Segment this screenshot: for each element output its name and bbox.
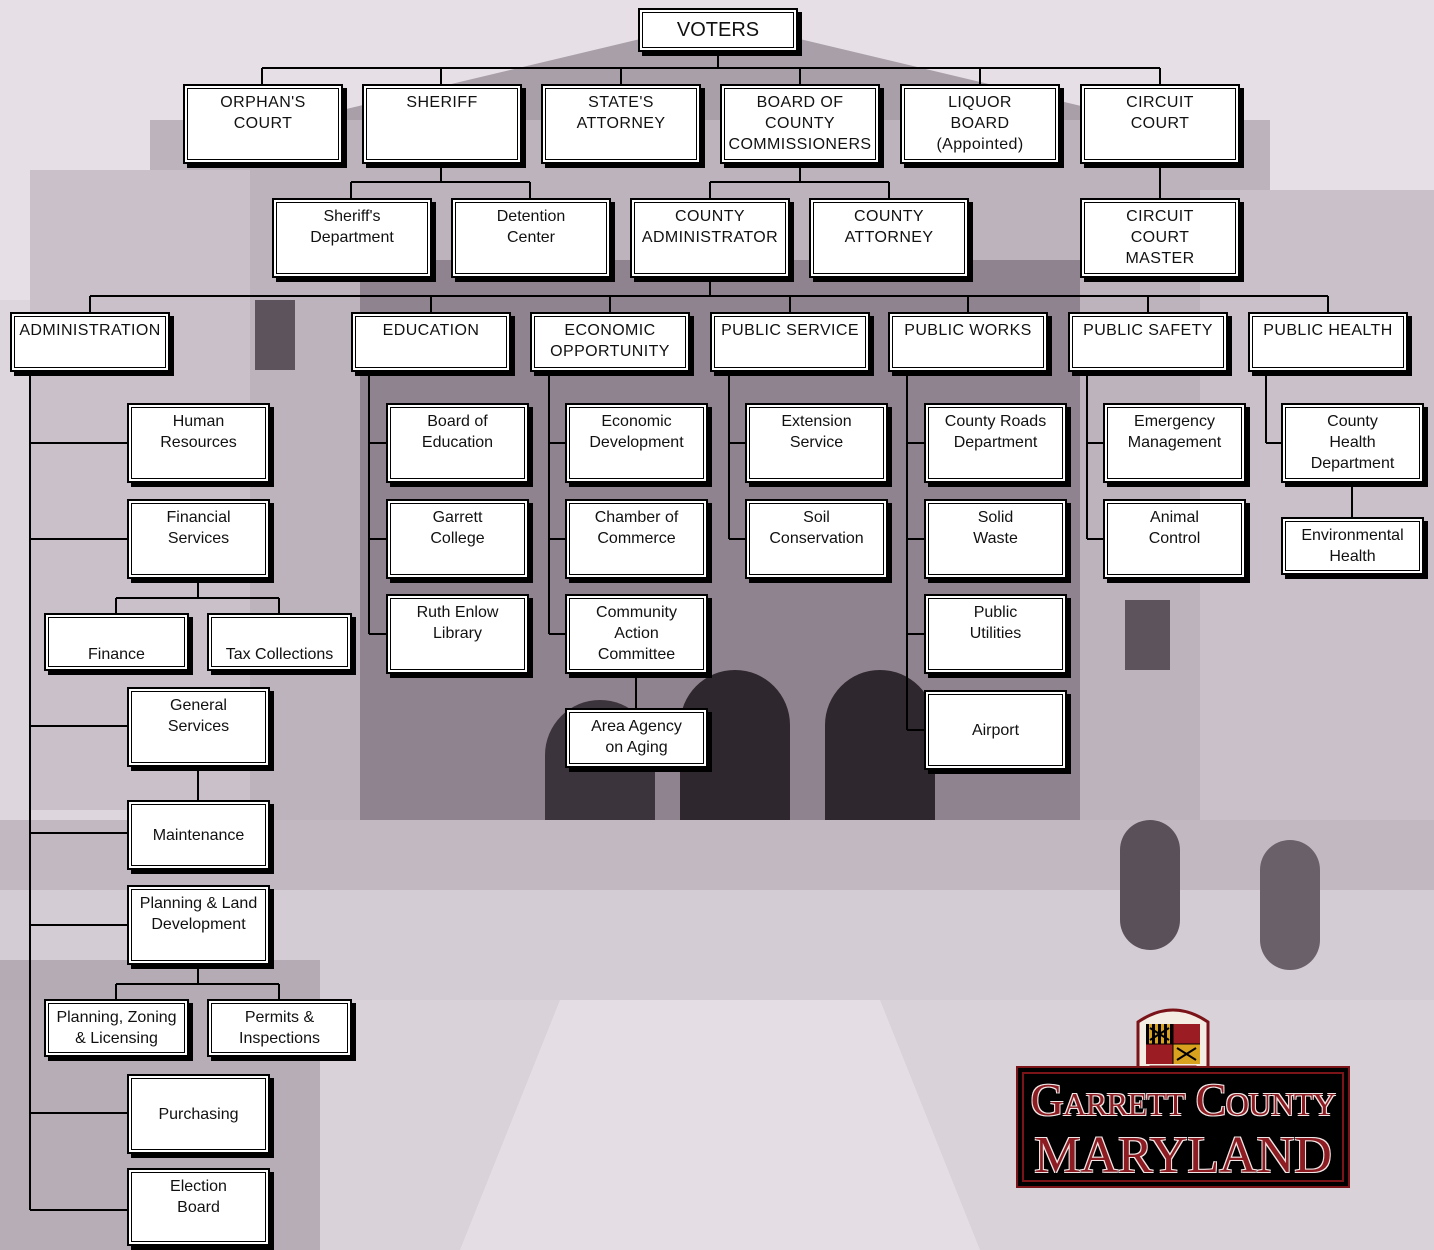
public-service-box: PUBLIC SERVICE: [710, 312, 870, 372]
board-of-county-commissioners-box: BOARD OF COUNTY COMMISSIONERS: [720, 84, 880, 164]
garrett-county-logo: Garrett County MARYLAND: [1016, 1004, 1350, 1188]
financial-services-box: Financial Services: [127, 499, 270, 579]
circuit-court-master-box: CIRCUIT COURT MASTER: [1080, 198, 1240, 278]
public-safety-box: PUBLIC SAFETY: [1068, 312, 1228, 372]
purchasing-box: Purchasing: [127, 1074, 270, 1154]
planning-zoning-licensing-box: Planning, Zoning & Licensing: [44, 999, 189, 1057]
election-board-box: Election Board: [127, 1168, 270, 1246]
garrett-college-box: Garrett College: [386, 499, 529, 579]
economic-development-box: Economic Development: [565, 403, 708, 483]
airport-box: Airport: [924, 690, 1067, 770]
detention-center-box: Detention Center: [451, 198, 611, 278]
board-of-education-box: Board of Education: [386, 403, 529, 483]
maintenance-box: Maintenance: [127, 800, 270, 870]
environmental-health-box: Environmental Health: [1281, 517, 1424, 575]
voters-box: VOTERS: [638, 8, 798, 52]
public-utilities-box: Public Utilities: [924, 594, 1067, 674]
ruth-enlow-library-box: Ruth Enlow Library: [386, 594, 529, 674]
planning-land-development-box: Planning & Land Development: [127, 885, 270, 965]
orphans-court-box: ORPHAN'S COURT: [183, 84, 343, 164]
permits-inspections-box: Permits & Inspections: [207, 999, 352, 1057]
extension-service-box: Extension Service: [745, 403, 888, 483]
sheriff-box: SHERIFF: [362, 84, 522, 164]
public-works-box: PUBLIC WORKS: [888, 312, 1048, 372]
logo-subtitle: MARYLAND: [1034, 1127, 1332, 1184]
solid-waste-box: Solid Waste: [924, 499, 1067, 579]
human-resources-box: Human Resources: [127, 403, 270, 483]
tax-collections-box: Tax Collections: [207, 613, 352, 671]
administration-box: ADMINISTRATION: [10, 312, 170, 372]
emergency-management-box: Emergency Management: [1103, 403, 1246, 483]
general-services-box: General Services: [127, 687, 270, 767]
area-agency-on-aging-box: Area Agency on Aging: [565, 708, 708, 768]
logo-title: Garrett County: [1030, 1074, 1336, 1125]
community-action-committee-box: Community Action Committee: [565, 594, 708, 674]
education-box: EDUCATION: [351, 312, 511, 372]
logo-plate: [1016, 1066, 1350, 1188]
county-health-department-box: County Health Department: [1281, 403, 1424, 483]
chamber-of-commerce-box: Chamber of Commerce: [565, 499, 708, 579]
economic-opportunity-box: ECONOMIC OPPORTUNITY: [530, 312, 690, 372]
soil-conservation-box: Soil Conservation: [745, 499, 888, 579]
public-health-box: PUBLIC HEALTH: [1248, 312, 1408, 372]
circuit-court-box: CIRCUIT COURT: [1080, 84, 1240, 164]
county-roads-department-box: County Roads Department: [924, 403, 1067, 483]
maryland-flag-seal-icon: [1136, 1008, 1210, 1076]
states-attorney-box: STATE'S ATTORNEY: [541, 84, 701, 164]
county-administrator-box: COUNTY ADMINISTRATOR: [630, 198, 790, 278]
liquor-board-box: LIQUOR BOARD (Appointed): [900, 84, 1060, 164]
animal-control-box: Animal Control: [1103, 499, 1246, 579]
sheriffs-department-box: Sheriff's Department: [272, 198, 432, 278]
county-attorney-box: COUNTY ATTORNEY: [809, 198, 969, 278]
finance-box: Finance: [44, 613, 189, 671]
